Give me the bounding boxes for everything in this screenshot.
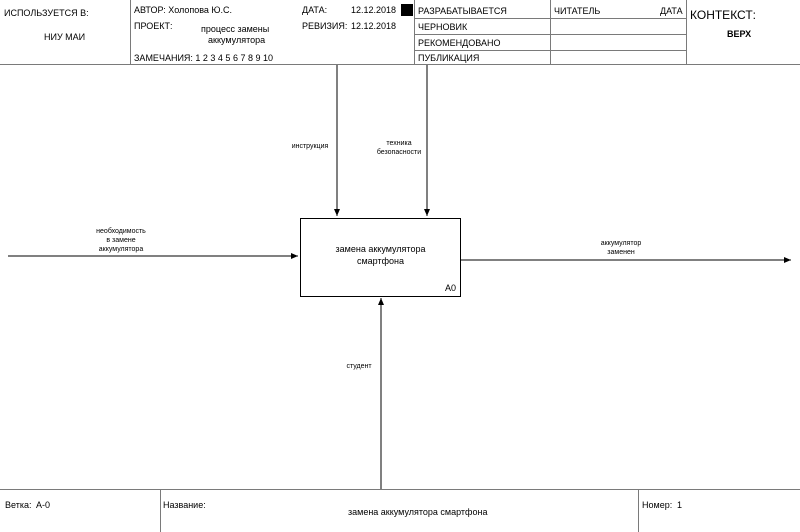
project-label: ПРОЕКТ: (134, 21, 173, 31)
footer-divider-1 (160, 489, 161, 532)
status-divider-1 (414, 18, 686, 19)
header-divider-1 (130, 0, 131, 64)
activity-node-number: A0 (445, 283, 457, 293)
activity-title: замена аккумулятора смартфона (301, 243, 460, 267)
control-label-safety-line1: техника (386, 140, 412, 147)
reader-label: ЧИТАТЕЛЬ (554, 6, 601, 16)
header-divider-2 (414, 0, 415, 64)
reader-date-label: ДАТА (660, 6, 683, 16)
context-value: ВЕРХ (727, 29, 752, 39)
footer-divider-2 (638, 489, 639, 532)
branch-label: Ветка: (5, 500, 32, 510)
input-label-line3: аккумулятора (98, 246, 144, 253)
input-label-line2: в замене (106, 237, 136, 244)
status-divider-2 (414, 34, 686, 35)
input-label-line1: необходимость (96, 228, 146, 235)
revision-value: 12.12.2018 (351, 21, 397, 31)
header-divider-3 (550, 0, 551, 64)
number-value: 1 (677, 500, 683, 510)
notes-label: ЗАМЕЧАНИЯ: 1 2 3 4 5 6 7 8 9 10 (134, 53, 273, 63)
output-label-line2: заменен (607, 249, 635, 256)
context-label: КОНТЕКСТ: (690, 8, 756, 22)
output-label-line1: аккумулятор (600, 240, 642, 247)
footer-top-divider (0, 489, 800, 490)
name-label: Название: (163, 500, 206, 510)
activity-title-line2: смартфона (356, 256, 404, 266)
name-value: замена аккумулятора смартфона (348, 507, 488, 517)
used-in-value: НИУ МАИ (44, 32, 86, 42)
mechanism-label: студент (338, 362, 380, 371)
activity-box-a0[interactable]: замена аккумулятора смартфона A0 (300, 218, 461, 297)
control-label-instruction-text: инструкция (291, 143, 329, 150)
status-divider-3 (414, 50, 686, 51)
control-label-instruction: инструкция (285, 142, 335, 151)
header-divider-4 (686, 0, 687, 64)
number-label: Номер: (642, 500, 673, 510)
project-value-line1: процесс замены (201, 24, 270, 34)
used-in-label: ИСПОЛЬЗУЕТСЯ В: (4, 8, 89, 18)
date-value: 12.12.2018 (351, 5, 397, 15)
project-value-line2: аккумулятора (208, 35, 266, 45)
input-label: необходимость в замене аккумулятора (84, 227, 158, 254)
revision-label: РЕВИЗИЯ: (302, 21, 348, 31)
activity-title-line1: замена аккумулятора (335, 244, 426, 254)
branch-value: A-0 (36, 500, 51, 510)
status-draft: ЧЕРНОВИК (418, 22, 468, 32)
output-label: аккумулятор заменен (586, 239, 656, 257)
control-label-safety: техника безопасности (369, 139, 429, 157)
status-publication: ПУБЛИКАЦИЯ (418, 53, 480, 63)
control-label-safety-line2: безопасности (376, 149, 422, 156)
header-bottom-divider (0, 64, 800, 65)
status-recommended: РЕКОМЕНДОВАНО (418, 38, 501, 48)
status-selected-marker (401, 4, 413, 16)
date-label: ДАТА: (302, 5, 328, 15)
mechanism-label-text: студент (346, 363, 372, 370)
author-label: АВТОР: Холопова Ю.С. (134, 5, 233, 15)
status-working: РАЗРАБАТЫВАЕТСЯ (418, 6, 507, 16)
